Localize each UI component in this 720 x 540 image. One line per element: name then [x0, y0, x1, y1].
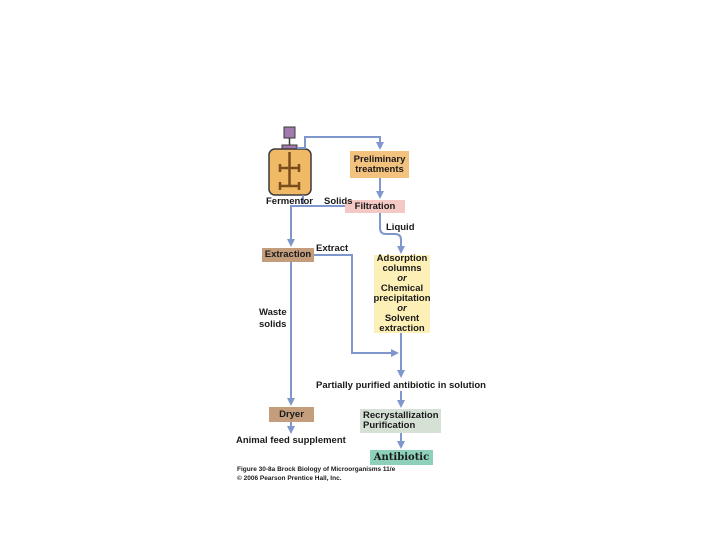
antibiotic-box: Antibiotic — [370, 450, 433, 465]
recrystallization-line: Recrystallization — [363, 410, 439, 421]
motor-icon — [283, 126, 296, 139]
adsorption-line-7: Solvent — [384, 313, 420, 324]
adsorption-line-3: or — [397, 273, 407, 284]
arrow-fermentor-to-preliminary — [297, 136, 384, 150]
waste-label: Waste — [259, 307, 287, 318]
adsorption-line-1: Adsorption — [376, 253, 428, 264]
solids-label: Solids — [324, 196, 353, 207]
recrystallization-box: Recrystallization Purification — [360, 409, 441, 433]
adsorption-box: Adsorption columns or Chemical precipita… — [373, 253, 431, 334]
animal-feed-label: Animal feed supplement — [236, 435, 346, 446]
arrow-solids-to-extraction — [287, 205, 345, 247]
adsorption-line-4: Chemical — [380, 283, 424, 294]
extract-label: Extract — [316, 243, 349, 254]
arrow-liquid-to-adsorption — [379, 213, 405, 254]
purification-line: Purification — [363, 420, 416, 431]
partially-purified-label: Partially purified antibiotic in solutio… — [316, 380, 486, 391]
adsorption-line-2: columns — [382, 263, 422, 274]
preliminary-line-2: treatments — [355, 163, 404, 175]
arrow-extract-to-purified — [314, 254, 399, 357]
adsorption-line-6: or — [397, 303, 407, 314]
copyright-caption: © 2006 Pearson Prentice Hall, Inc. — [237, 475, 342, 482]
liquid-label: Liquid — [386, 222, 415, 233]
figure-caption: Figure 30-8a Brock Biology of Microorgan… — [237, 466, 396, 473]
waste-solids-label: solids — [259, 319, 287, 330]
adsorption-line-8: extraction — [379, 323, 425, 334]
extraction-box: Extraction — [262, 248, 314, 262]
filtration-box: Filtration — [345, 200, 405, 213]
fermentor-label: Fermentor — [266, 196, 313, 207]
adsorption-line-5: precipitation — [373, 293, 431, 304]
fermentor-icon — [268, 126, 312, 196]
preliminary-treatments-box: Preliminary treatments — [350, 151, 409, 178]
preliminary-line-1: Preliminary — [353, 153, 406, 165]
dryer-box: Dryer — [269, 407, 314, 422]
